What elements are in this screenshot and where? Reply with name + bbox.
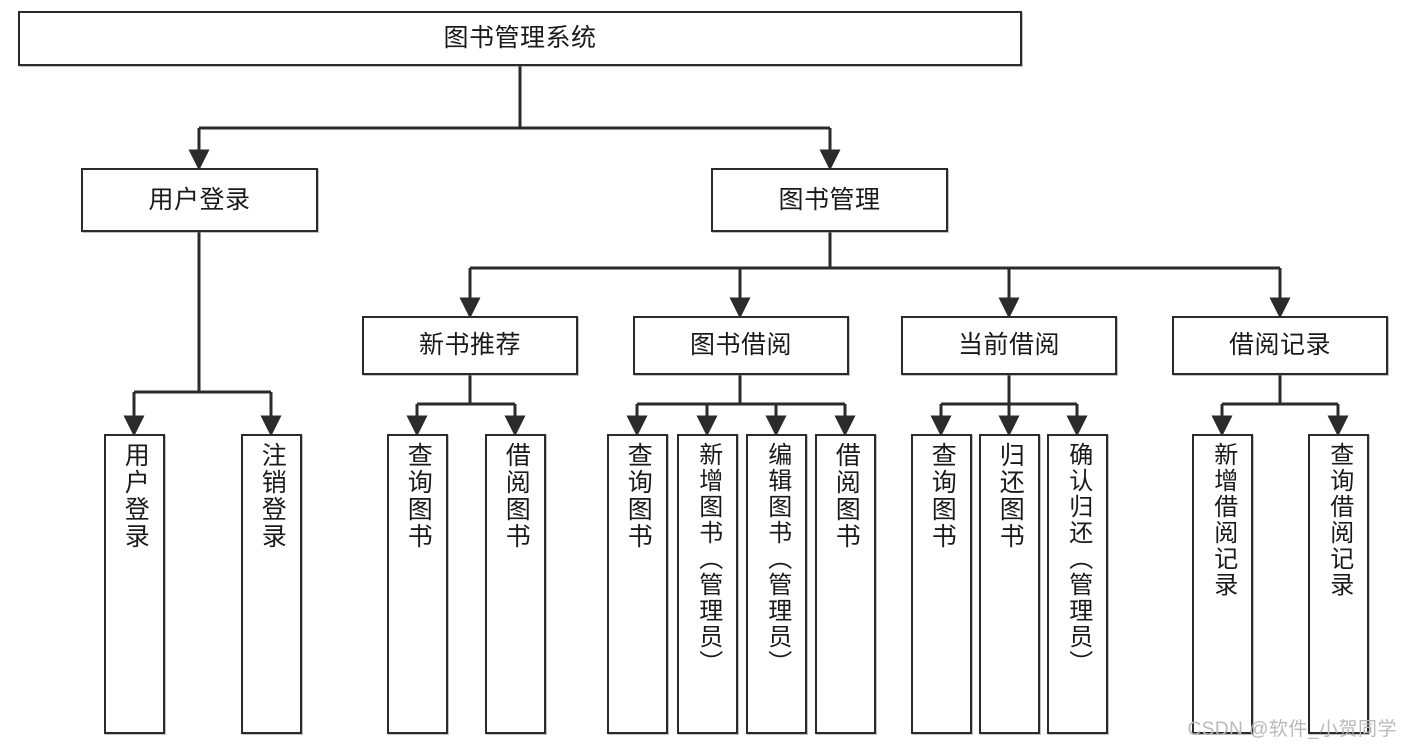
node-leaf-query-book-3[interactable]: 查询图书 <box>911 434 972 734</box>
node-leaf-user-login[interactable]: 用户登录 <box>104 434 165 734</box>
node-leaf-confirm-return-label: 确认归还（管理员） <box>1064 442 1092 676</box>
node-current-borrow-label: 当前借阅 <box>957 331 1060 360</box>
node-leaf-user-logout-label: 注销登录 <box>258 442 287 550</box>
node-book-manage[interactable]: 图书管理 <box>711 168 948 232</box>
node-leaf-query-book-2-label: 查询图书 <box>624 442 653 550</box>
node-leaf-borrow-book-1[interactable]: 借阅图书 <box>485 434 546 734</box>
node-root-label: 图书管理系统 <box>443 24 597 53</box>
node-leaf-add-book-label: 新增图书（管理员） <box>694 442 722 676</box>
node-leaf-query-book-1-label: 查询图书 <box>404 442 433 550</box>
node-book-borrow-label: 图书借阅 <box>689 331 792 360</box>
node-book-manage-label: 图书管理 <box>778 185 881 214</box>
node-leaf-borrow-book-2-label: 借阅图书 <box>832 442 861 550</box>
node-borrow-record-label: 借阅记录 <box>1228 331 1331 360</box>
node-leaf-add-book[interactable]: 新增图书（管理员） <box>677 434 738 734</box>
node-leaf-borrow-book-2[interactable]: 借阅图书 <box>815 434 876 734</box>
node-new-book-rec[interactable]: 新书推荐 <box>362 316 578 375</box>
node-leaf-query-book-3-label: 查询图书 <box>928 442 957 550</box>
node-leaf-query-record-label: 查询借阅记录 <box>1325 442 1353 598</box>
node-leaf-add-record-label: 新增借阅记录 <box>1209 442 1237 598</box>
node-user-login-label: 用户登录 <box>148 185 251 214</box>
node-new-book-rec-label: 新书推荐 <box>418 331 521 360</box>
node-leaf-edit-book-label: 编辑图书（管理员） <box>763 442 791 676</box>
node-user-login[interactable]: 用户登录 <box>81 168 318 232</box>
node-book-borrow[interactable]: 图书借阅 <box>633 316 849 375</box>
node-leaf-confirm-return[interactable]: 确认归还（管理员） <box>1047 434 1108 734</box>
node-root[interactable]: 图书管理系统 <box>18 11 1022 66</box>
node-leaf-borrow-book-1-label: 借阅图书 <box>502 442 531 550</box>
node-leaf-edit-book[interactable]: 编辑图书（管理员） <box>746 434 807 734</box>
node-leaf-user-logout[interactable]: 注销登录 <box>241 434 302 734</box>
node-leaf-return-book[interactable]: 归还图书 <box>979 434 1040 734</box>
node-borrow-record[interactable]: 借阅记录 <box>1172 316 1388 375</box>
node-leaf-user-login-label: 用户登录 <box>121 442 150 550</box>
node-current-borrow[interactable]: 当前借阅 <box>901 316 1117 375</box>
node-leaf-query-record[interactable]: 查询借阅记录 <box>1308 434 1369 734</box>
node-leaf-add-record[interactable]: 新增借阅记录 <box>1192 434 1253 734</box>
node-leaf-return-book-label: 归还图书 <box>996 442 1025 550</box>
node-leaf-query-book-1[interactable]: 查询图书 <box>387 434 448 734</box>
csdn-watermark: CSDN @软件_小贺同学 <box>1187 719 1397 740</box>
node-leaf-query-book-2[interactable]: 查询图书 <box>607 434 668 734</box>
